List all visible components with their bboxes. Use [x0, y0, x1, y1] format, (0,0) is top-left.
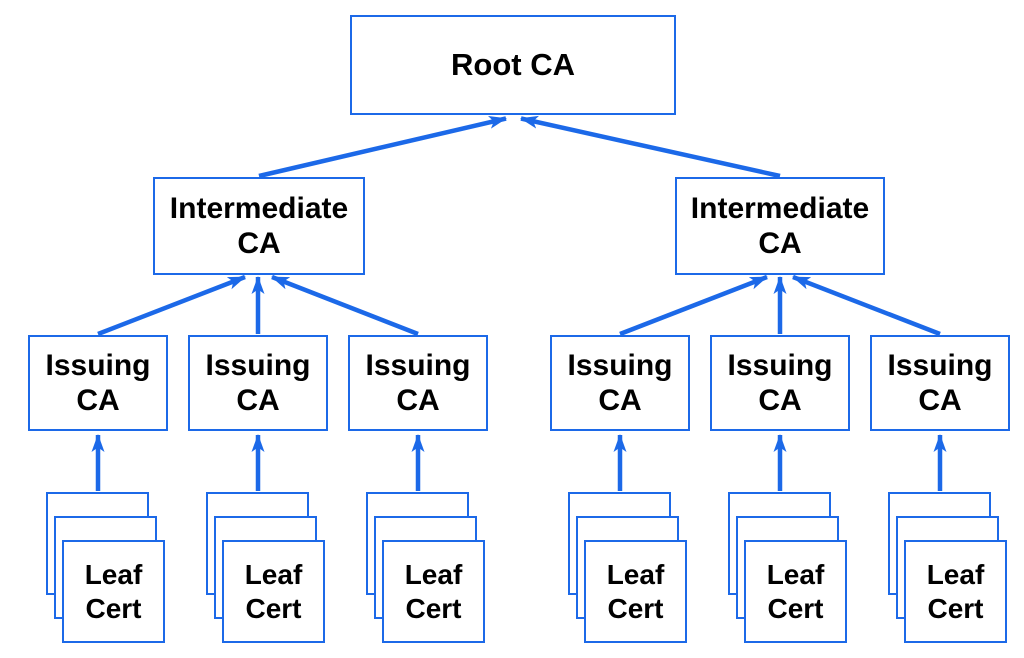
intermediate-ca-node-left: Intermediate CA	[153, 177, 365, 275]
leaf-cert-card-front: Leaf Cert	[744, 540, 847, 643]
issuing-ca-node: Issuing CA	[348, 335, 488, 431]
issuing-ca-node: Issuing CA	[710, 335, 850, 431]
root-ca-node: Root CA	[350, 15, 676, 115]
leaf-cert-stack: Leaf Cert	[888, 492, 1007, 643]
arrow-intermediate-left-to-root	[258, 116, 507, 179]
intermediate-ca-node-right: Intermediate CA	[675, 177, 885, 275]
leaf-cert-stack: Leaf Cert	[206, 492, 325, 643]
arrow-issuing6-to-intermediate	[792, 274, 941, 337]
issuing-ca-node: Issuing CA	[28, 335, 168, 431]
leaf-cert-card-front: Leaf Cert	[584, 540, 687, 643]
leaf-cert-card-front: Leaf Cert	[62, 540, 165, 643]
leaf-cert-card-front: Leaf Cert	[904, 540, 1007, 643]
issuing-ca-node: Issuing CA	[188, 335, 328, 431]
leaf-cert-card-front: Leaf Cert	[222, 540, 325, 643]
leaf-cert-card-front: Leaf Cert	[382, 540, 485, 643]
leaf-cert-stack: Leaf Cert	[568, 492, 687, 643]
arrow-issuing3-to-intermediate	[271, 274, 419, 337]
leaf-cert-stack: Leaf Cert	[366, 492, 485, 643]
leaf-cert-stack: Leaf Cert	[728, 492, 847, 643]
issuing-ca-node: Issuing CA	[550, 335, 690, 431]
leaf-cert-stack: Leaf Cert	[46, 492, 165, 643]
arrow-issuing4-to-intermediate	[619, 274, 768, 337]
arrow-intermediate-right-to-root	[520, 115, 781, 179]
issuing-ca-node: Issuing CA	[870, 335, 1010, 431]
arrow-issuing1-to-intermediate	[97, 274, 246, 337]
